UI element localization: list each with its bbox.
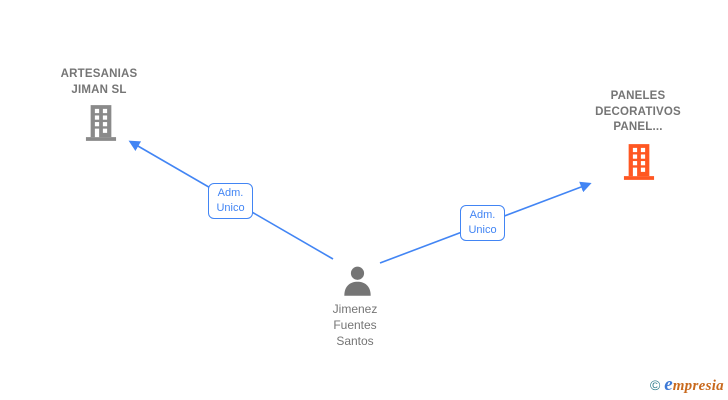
edge-label-adm-unico-right: Adm. Unico bbox=[460, 205, 505, 241]
building-icon[interactable] bbox=[85, 104, 117, 142]
brand-text: mpresia bbox=[672, 378, 724, 394]
company-right-name-line2: DECORATIVOS bbox=[595, 105, 681, 118]
empresia-logo[interactable]: © empresia bbox=[650, 374, 724, 396]
company-left-name[interactable]: ARTESANIAS JIMAN SL bbox=[29, 67, 169, 98]
edge-label-left-line2: Unico bbox=[216, 202, 245, 214]
copyright-symbol: © bbox=[649, 377, 661, 393]
person-icon[interactable] bbox=[342, 266, 373, 296]
person-name[interactable]: Jimenez Fuentes Santos bbox=[295, 301, 415, 349]
edge-label-right-line1: Adm. bbox=[469, 209, 496, 221]
company-left-name-line2: JIMAN SL bbox=[71, 83, 127, 96]
person-name-line1: Jimenez bbox=[332, 302, 378, 316]
edge-label-right-line2: Unico bbox=[468, 224, 497, 236]
company-right-name-line1: PANELES bbox=[610, 90, 666, 102]
brand-letter-e: e bbox=[664, 374, 673, 395]
building-icon[interactable] bbox=[623, 143, 655, 181]
edge-label-adm-unico-left: Adm. Unico bbox=[208, 183, 253, 219]
company-right-name-line3: PANEL... bbox=[613, 121, 663, 133]
company-left-name-line1: ARTESANIAS bbox=[60, 68, 138, 80]
person-name-line3: Santos bbox=[336, 334, 374, 348]
company-right-name[interactable]: PANELES DECORATIVOS PANEL... bbox=[578, 89, 698, 136]
edge-label-left-line1: Adm. bbox=[217, 187, 244, 199]
person-name-line2: Fuentes bbox=[333, 318, 377, 332]
